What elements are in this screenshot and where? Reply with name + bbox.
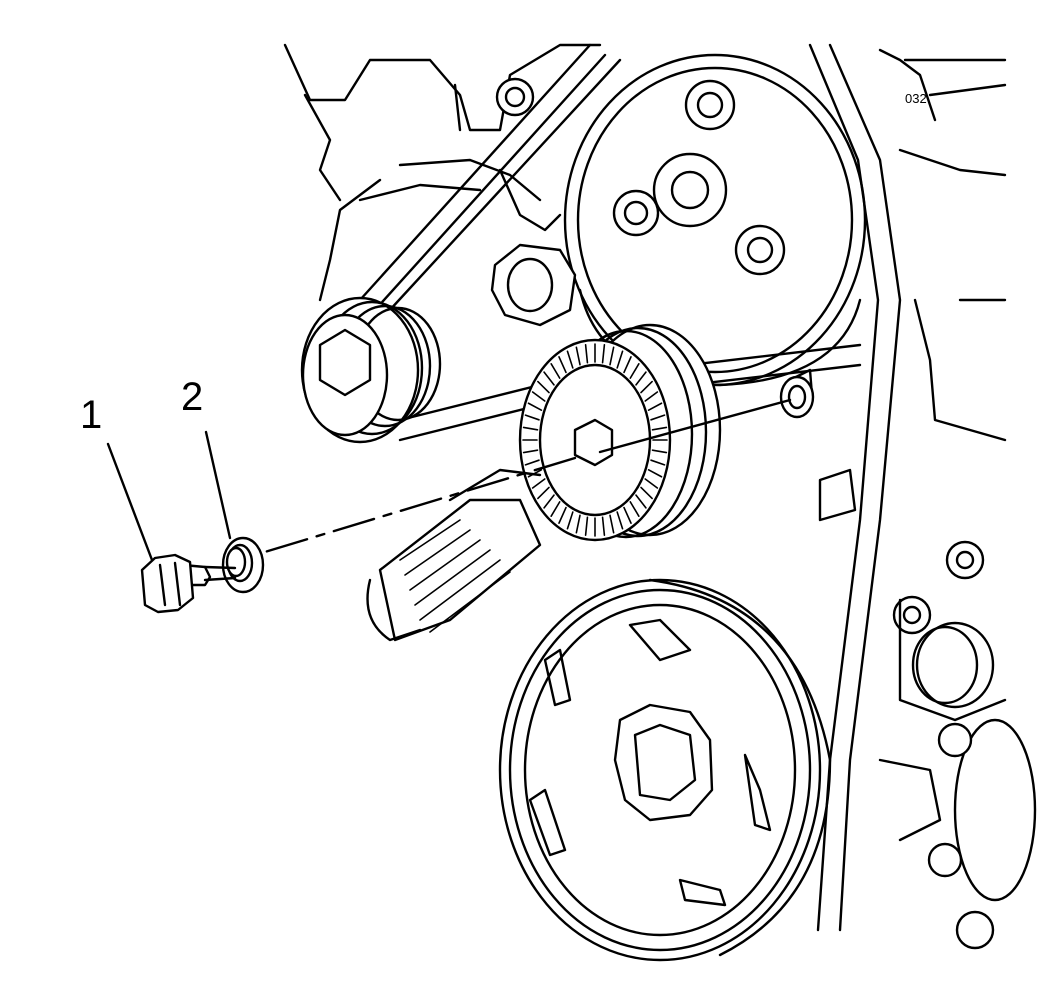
callout-1: 1 [80,393,102,437]
tensioner-rib [609,514,615,534]
tensioner-rib [616,511,624,530]
mount-bolt [490,243,577,327]
tensioner-rib [575,346,581,366]
tensioner-rib [635,371,647,386]
tensioner-rib [550,363,561,379]
tensioner-rib [601,344,606,364]
tensioner-rib [629,501,640,517]
tensioner-rib [629,363,640,379]
callout-leaders [106,430,232,562]
lower-right-components [788,298,1037,950]
figure-reference-code: 032 [905,91,927,106]
tensioner-rib [522,426,539,431]
sensor-port [779,375,815,419]
tensioner-rib [584,516,589,536]
tensioner-rib [601,516,606,536]
tensioner-rib [635,494,647,509]
tensioner-rib [640,486,653,500]
callout-2: 2 [181,375,203,419]
upper-pulley [495,53,867,387]
part-1-bolt [140,553,237,614]
tensioner-rib [566,350,574,369]
tensioner-rib [537,486,550,500]
part-2-washer [221,536,265,594]
tensioner-rib [575,514,581,534]
pulley-bolts [495,77,786,276]
tensioner-rib [537,380,550,394]
tensioner-rib [623,506,632,524]
tensioner-rib [647,469,663,478]
tensioner-ribs [522,343,668,537]
tensioner-rib [644,391,659,402]
tensioner-rib [650,414,666,421]
alternator-pulley [300,296,442,444]
engine-block-outline [283,43,1007,302]
tensioner-rib [558,506,567,524]
tensioner-rib [651,449,668,454]
tensioner-rib [647,402,663,411]
tensioner-rib [616,350,624,369]
tensioner-rib [558,356,567,374]
tensioner-rib [524,414,540,421]
tensioner-rib [531,478,546,489]
tensioner-rib [609,346,615,366]
tensioner-pulley [518,323,722,542]
tensioner-rib [584,344,589,364]
tensioner-rib [640,380,653,394]
tensioner-rib [531,391,546,402]
tensioner-rib [550,501,561,517]
exploded-view-line [253,398,792,557]
crank-pulley [498,578,832,962]
tensioner-rib [650,459,666,466]
tensioner-rib [527,402,543,411]
tensioner-rib [543,494,555,509]
tensioner-spring [366,468,542,642]
tensioner-rib [522,449,539,454]
tensioner-rib [566,511,574,530]
tensioner-rib [524,459,540,466]
tensioner-rib [644,478,659,489]
tensioner-rib [543,371,555,386]
tensioner-rib [623,356,632,374]
tensioner-rib [651,426,668,431]
